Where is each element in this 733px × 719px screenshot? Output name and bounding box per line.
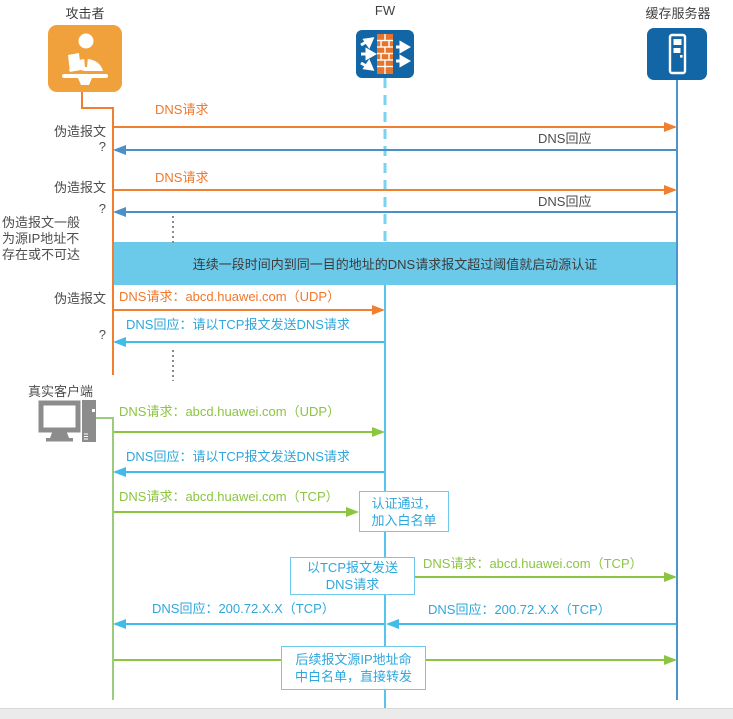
- msg-dns-reply-2: DNS回应: [538, 194, 592, 209]
- firewall-icon: [356, 30, 414, 78]
- msg-dns-reply-ip-right: DNS回应：200.72.X.X（TCP）: [428, 602, 611, 617]
- source-auth-banner: 连续一段时间内到同一目的地址的DNS请求报文超过阈值就启动源认证: [113, 242, 677, 285]
- msg-dns-request-udp-attacker: DNS请求：abcd.huawei.com（UDP）: [119, 289, 341, 304]
- page-bottom-bar: [0, 708, 733, 719]
- forged-packet-label-2: 伪造报文: [53, 180, 106, 195]
- msg-dns-request-udp-client: DNS请求：abcd.huawei.com（UDP）: [119, 404, 341, 419]
- forged-note-line-3: 存在或不可达: [2, 247, 81, 262]
- attacker-lifeline: [81, 92, 114, 375]
- cache-server-icon: [647, 28, 707, 80]
- real-client-label: 真实客户端: [28, 384, 94, 399]
- tcp-resend-line-2: DNS请求: [325, 577, 380, 592]
- forged-packet-label-3: 伪造报文: [53, 291, 106, 306]
- msg-dns-request-2: DNS请求: [155, 170, 209, 185]
- real-client-icon: [38, 400, 96, 442]
- msg-dns-reply-tcp-hint-client: DNS回应：请以TCP报文发送DNS请求: [126, 449, 350, 464]
- forged-note-line-1: 伪造报文一般: [2, 215, 81, 230]
- forged-packet-label-1: 伪造报文: [53, 124, 106, 139]
- msg-dns-request-tcp-client: DNS请求：abcd.huawei.com（TCP）: [119, 489, 339, 504]
- tcp-resend-line-1: 以TCP报文发送: [306, 560, 398, 575]
- tcp-resend-box: 以TCP报文发送 DNS请求: [290, 557, 415, 595]
- question-mark-1: ?: [98, 139, 106, 154]
- client-lifeline: [95, 417, 114, 700]
- firewall-label: FW: [374, 3, 396, 18]
- auth-pass-line-2: 加入白名单: [371, 512, 437, 528]
- auth-pass-box: 认证通过， 加入白名单: [359, 491, 449, 532]
- msg-dns-reply-1: DNS回应: [538, 131, 592, 146]
- whitelist-forward-line-1: 后续报文源IP地址命: [295, 652, 412, 667]
- msg-dns-request-tcp-fw: DNS请求：abcd.huawei.com（TCP）: [423, 556, 643, 571]
- msg-dns-reply-tcp-hint-attacker: DNS回应：请以TCP报文发送DNS请求: [126, 317, 350, 332]
- attacker-icon: [48, 25, 122, 92]
- whitelist-forward-box: 后续报文源IP地址命 中白名单，直接转发: [281, 646, 426, 690]
- msg-dns-request-1: DNS请求: [155, 102, 209, 117]
- auth-pass-line-1: 认证通过，: [371, 495, 437, 511]
- attacker-label: 攻击者: [65, 6, 105, 21]
- cache-server-label: 缓存服务器: [645, 6, 711, 21]
- msg-dns-reply-ip-left: DNS回应：200.72.X.X（TCP）: [152, 601, 335, 616]
- forged-packet-note: 伪造报文一般 为源IP地址不 存在或不可达: [2, 215, 80, 263]
- whitelist-forward-line-2: 中白名单，直接转发: [294, 669, 412, 684]
- question-mark-3: ?: [98, 327, 106, 342]
- question-mark-2: ?: [98, 201, 106, 216]
- forged-note-line-2: 为源IP地址不: [2, 231, 80, 246]
